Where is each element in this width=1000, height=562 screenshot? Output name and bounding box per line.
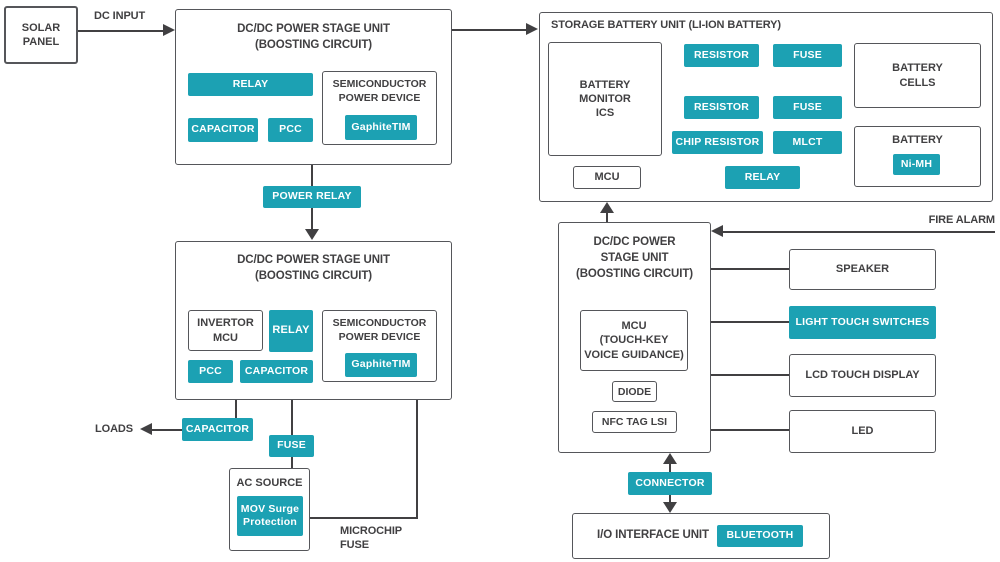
resistor-top-chip: RESISTOR bbox=[684, 44, 759, 67]
unit2-pcc-chip: PCC bbox=[188, 360, 233, 383]
unit2-relay-chip: RELAY bbox=[269, 310, 313, 352]
speaker-box: SPEAKER bbox=[789, 249, 936, 290]
lcd-line bbox=[711, 374, 789, 376]
chip-resistor-chip: CHIP RESISTOR bbox=[672, 131, 763, 154]
connector-chip: CONNECTOR bbox=[628, 472, 712, 495]
unit2-to-capacitor-line bbox=[235, 400, 237, 418]
battery-nimh-title: BATTERY bbox=[892, 134, 943, 146]
fire-alarm-label: FIRE ALARM bbox=[928, 214, 996, 226]
output-capacitor-chip: CAPACITOR bbox=[182, 418, 253, 441]
loads-arrow-icon bbox=[140, 423, 152, 435]
storage-mcu-box: MCU bbox=[573, 166, 641, 189]
dc-input-label: DC INPUT bbox=[94, 10, 146, 22]
nfc-tag-lsi-box: NFC TAG LSI bbox=[592, 411, 677, 433]
io-interface-unit-title: I/O INTERFACE UNIT bbox=[597, 529, 709, 541]
fire-alarm-line bbox=[723, 231, 995, 233]
connector-up-arrow-icon bbox=[663, 453, 677, 464]
unit3-to-storage-arrow-icon bbox=[600, 202, 614, 213]
ac-source-title: AC SOURCE bbox=[236, 477, 303, 489]
battery-monitor-ics-box: BATTERY MONITOR ICS bbox=[548, 42, 662, 156]
unit1-relay-chip: RELAY bbox=[188, 73, 313, 96]
unit3-to-storage-line bbox=[606, 212, 608, 223]
unit2-to-ac-hline bbox=[310, 517, 418, 519]
fuse-top-chip: FUSE bbox=[773, 44, 842, 67]
touchkey-mcu-box: MCU (TOUCH-KEY VOICE GUIDANCE) bbox=[580, 310, 688, 371]
dcdc-unit2-title: DC/DC POWER STAGE UNIT (BOOSTING CIRCUIT… bbox=[237, 254, 390, 283]
output-fuse-chip: FUSE bbox=[269, 435, 314, 457]
invertor-mcu-box: INVERTOR MCU bbox=[188, 310, 263, 351]
unit1-semiconductor-title: SEMICONDUCTOR POWER DEVICE bbox=[332, 78, 427, 104]
dcdc-unit3-title: DC/DC POWER STAGE UNIT (BOOSTING CIRCUIT… bbox=[575, 236, 694, 281]
loads-line bbox=[152, 429, 182, 431]
power-relay-arrow-icon bbox=[305, 229, 319, 240]
connector-up-line bbox=[669, 463, 671, 473]
dc-input-line bbox=[78, 30, 165, 32]
unit2-to-ac-vline bbox=[416, 400, 418, 519]
loads-label: LOADS bbox=[95, 423, 134, 435]
power-relay-line-top bbox=[311, 165, 313, 187]
unit1-to-storage-line bbox=[452, 29, 527, 31]
microchip-fuse-label: MICROCHIP FUSE bbox=[340, 525, 403, 552]
power-relay-chip: POWER RELAY bbox=[263, 186, 361, 208]
unit1-graphite-chip: GaphiteTIM bbox=[345, 115, 417, 140]
unit2-semiconductor-title: SEMICONDUCTOR POWER DEVICE bbox=[332, 317, 427, 343]
unit1-capacitor-chip: CAPACITOR bbox=[188, 118, 258, 142]
fire-alarm-arrow-icon bbox=[711, 225, 723, 237]
fuse-to-ac-line bbox=[291, 457, 293, 468]
speaker-line bbox=[711, 268, 789, 270]
light-touch-line bbox=[711, 321, 789, 323]
resistor-bottom-chip: RESISTOR bbox=[684, 96, 759, 119]
fuse-bottom-chip: FUSE bbox=[773, 96, 842, 119]
battery-cells-box: BATTERY CELLS bbox=[854, 43, 981, 108]
light-touch-switches-chip: LIGHT TOUCH SWITCHES bbox=[789, 306, 936, 339]
unit2-to-fuse-line bbox=[291, 400, 293, 435]
led-box: LED bbox=[789, 410, 936, 453]
storage-relay-chip: RELAY bbox=[725, 166, 800, 189]
diode-box: DIODE bbox=[612, 381, 657, 402]
bluetooth-chip: BLUETOOTH bbox=[717, 525, 803, 547]
nimh-chip: Ni-MH bbox=[893, 154, 940, 175]
power-relay-line-bottom bbox=[311, 207, 313, 230]
dc-input-arrow-icon bbox=[163, 24, 175, 36]
solar-panel-box: SOLAR PANEL bbox=[4, 6, 78, 64]
storage-battery-unit-title: STORAGE BATTERY UNIT (LI-ION BATTERY) bbox=[551, 19, 781, 31]
unit2-capacitor-chip: CAPACITOR bbox=[240, 360, 313, 383]
lcd-touch-display-box: LCD TOUCH DISPLAY bbox=[789, 354, 936, 397]
connector-down-line bbox=[669, 494, 671, 503]
unit2-graphite-chip: GaphiteTIM bbox=[345, 353, 417, 377]
mov-surge-chip: MOV Surge Protection bbox=[237, 496, 303, 536]
unit1-to-storage-arrow-icon bbox=[526, 23, 538, 35]
mlct-chip: MLCT bbox=[773, 131, 842, 154]
dcdc-unit1-title: DC/DC POWER STAGE UNIT (BOOSTING CIRCUIT… bbox=[237, 23, 390, 52]
connector-down-arrow-icon bbox=[663, 502, 677, 513]
led-line bbox=[711, 429, 789, 431]
unit1-pcc-chip: PCC bbox=[268, 118, 313, 142]
